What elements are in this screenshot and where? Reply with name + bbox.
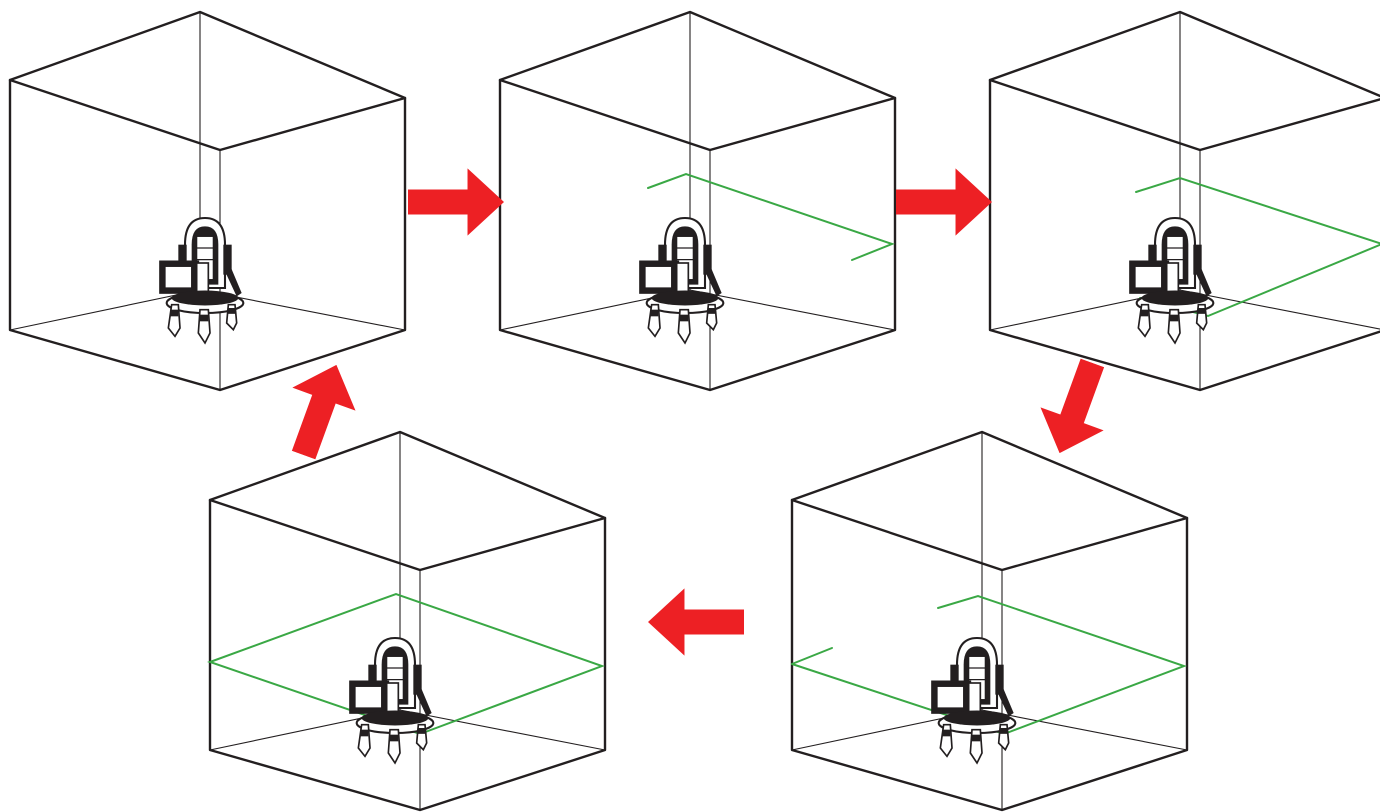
laser-level-icon (158, 216, 245, 345)
step-2-room (498, 10, 897, 392)
step-3-room (988, 10, 1380, 392)
red-arrow-icon-1-to-2 (408, 168, 504, 236)
laser-level-icon (638, 216, 725, 345)
laser-line-front-partial (791, 647, 833, 665)
red-arrow-icon-3-to-4 (1028, 351, 1124, 465)
laser-line-partial (647, 172, 895, 261)
step-5-room (207, 430, 607, 812)
step-4-room (790, 430, 1189, 812)
laser-level-icon (930, 636, 1017, 765)
laser-level-icon (348, 636, 435, 765)
laser-level-icon (1128, 216, 1215, 345)
red-arrow-icon-2-to-3 (896, 168, 992, 236)
red-arrow-icon-4-to-5 (648, 588, 744, 656)
step-1-room (8, 10, 407, 392)
